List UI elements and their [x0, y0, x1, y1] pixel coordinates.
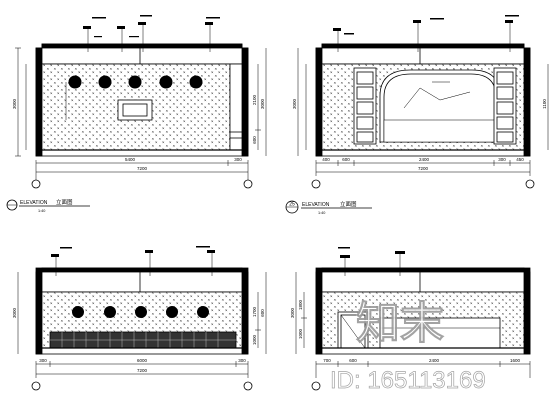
dim-label: 3000: [12, 307, 17, 318]
display-shelves-right: [493, 67, 517, 145]
dim-label: 300: [498, 157, 506, 162]
dim-label: 600: [342, 157, 350, 162]
heading-number: 25: [289, 202, 295, 208]
elevation-panel-bottom-left: [17, 246, 267, 391]
dim-label: 400: [322, 157, 330, 162]
watermark-brand: 知末: [356, 299, 444, 348]
dims-top-right: 400 600 2400 300 450 7200 3000 1100: [292, 98, 547, 171]
dim-label: 1000: [252, 334, 257, 345]
watermark-id: ID: 165113169: [330, 367, 486, 394]
dim-label: 450: [516, 157, 524, 162]
elevation-panel-top-left: [15, 15, 267, 189]
panel-heading-top-right: 25 ELEVATION 立面图 1:40: [285, 200, 372, 215]
dim-label: 1800: [298, 299, 303, 310]
dim-label: 3000: [12, 98, 17, 109]
dim-label: 6000: [137, 358, 148, 363]
dim-label: 2400: [419, 157, 430, 162]
watermark: 知末 ID: 165113169: [330, 299, 486, 395]
heading-title: 立面图: [340, 200, 357, 208]
lower-cabinet-band: [49, 331, 237, 349]
heading-scale: 1:40: [318, 211, 325, 215]
dims-bottom-left: 300 6000 300 7200 3000 1700 1000 600: [12, 306, 265, 373]
dim-label: 300: [234, 157, 242, 162]
built-in-cabinet: [379, 317, 501, 349]
display-shelves-left: [353, 67, 377, 145]
dim-label: 3000: [292, 98, 297, 109]
wall-artwork-panel: [117, 99, 153, 121]
heading-code: ELEVATION: [20, 200, 48, 206]
dim-label: 1700: [252, 306, 257, 317]
dims-bottom-right: 700 600 2400 1600 3000 1800 1000: [290, 299, 521, 363]
door-opening: [337, 311, 369, 349]
dim-label: 600: [252, 136, 257, 144]
dim-label: 2100: [252, 94, 257, 105]
heading-title: 立面图: [56, 198, 73, 206]
panel-heading-top-left: ELEVATION 立面图 1:40: [6, 198, 90, 213]
dim-label: 1000: [298, 328, 303, 339]
elevation-panel-top-right: [297, 15, 549, 189]
dim-label: 300: [238, 358, 246, 363]
pendant-lights: [72, 306, 209, 318]
heading-scale: 1:40: [38, 209, 45, 213]
dim-label: 600: [260, 309, 265, 317]
heading-code: ELEVATION: [302, 202, 330, 208]
dim-label: 7200: [137, 368, 148, 373]
dim-label: 3000: [290, 307, 295, 318]
dim-label: 1100: [542, 99, 547, 109]
elevation-panel-bottom-right: [295, 247, 531, 391]
dim-label: 700: [323, 358, 331, 363]
dim-label: 7200: [137, 166, 148, 171]
dim-label: 3000: [260, 98, 265, 109]
dims-top-left: 5400 300 7200 3000 3000 2100 600: [12, 94, 265, 171]
dim-label: 1600: [510, 358, 521, 363]
dim-label: 7200: [418, 166, 429, 171]
dim-label: 600: [349, 358, 357, 363]
pendant-lights: [68, 75, 203, 89]
dim-label: 300: [39, 358, 47, 363]
dim-label: 2400: [429, 358, 440, 363]
dim-label: 5400: [125, 157, 136, 162]
